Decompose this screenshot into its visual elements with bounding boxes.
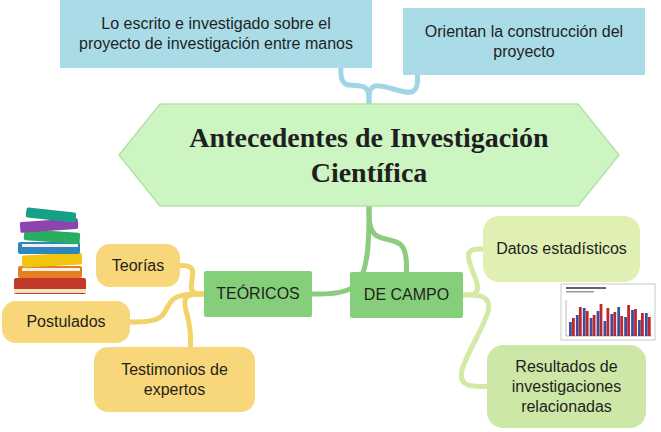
node-label: Resultados de investigaciones relacionad… xyxy=(497,357,636,417)
note-box: Lo escrito e investigado sobre el proyec… xyxy=(60,0,372,68)
node-label: Testimonios de expertos xyxy=(104,360,245,400)
branch-line xyxy=(369,75,418,103)
branch-line xyxy=(180,266,204,295)
node-label: TEÓRICOS xyxy=(216,284,300,304)
node-label: Postulados xyxy=(26,312,105,332)
branch-line xyxy=(463,249,483,295)
node-label: Lo escrito e investigado sobre el proyec… xyxy=(70,14,362,54)
node-label: Orientan la construcción del proyecto xyxy=(413,22,635,62)
branch-line xyxy=(341,68,369,103)
book-stack xyxy=(14,207,86,294)
node-label: Teorías xyxy=(112,256,164,276)
topic-title: Antecedentes de Investigación Científica xyxy=(179,120,559,190)
node-label: Datos estadísticos xyxy=(496,239,627,259)
branch-line xyxy=(185,294,204,347)
node-label: DE CAMPO xyxy=(364,285,449,305)
branch-line xyxy=(369,207,407,272)
branch-box: DE CAMPO xyxy=(350,272,463,318)
central-topic: Antecedentes de Investigación Científica xyxy=(118,103,620,207)
leaf-box: Testimonios de expertos xyxy=(94,347,255,412)
branch-line xyxy=(130,294,204,322)
leaf-box: Postulados xyxy=(2,301,130,343)
leaf-box: Teorías xyxy=(96,244,180,287)
leaf-box: Resultados de investigaciones relacionad… xyxy=(487,345,646,428)
bar-chart-picture xyxy=(561,284,655,340)
leaf-box: Datos estadísticos xyxy=(483,216,640,282)
note-box: Orientan la construcción del proyecto xyxy=(403,8,645,75)
hexagon-shape xyxy=(118,103,620,207)
branch-box: TEÓRICOS xyxy=(204,271,312,317)
branch-line xyxy=(461,295,488,387)
